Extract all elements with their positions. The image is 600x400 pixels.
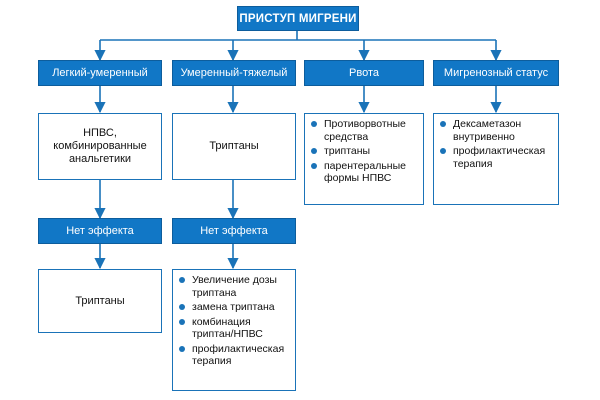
second-line-mild-box: Триптаны: [38, 269, 162, 333]
treatment-vomiting-list: Противорвотные средства триптаны паренте…: [311, 118, 419, 185]
list-item: Дексаметазон внутривенно: [440, 118, 554, 143]
category-mild-moderate: Легкий-умеренный: [38, 60, 162, 86]
second-line-moderate-list: Увеличение дозы триптана замена триптана…: [179, 274, 291, 368]
list-item: Увеличение дозы триптана: [179, 274, 291, 299]
treatment-mild-text: НПВС, комбинированные анальгетики: [53, 127, 147, 165]
second-line-mild-text: Триптаны: [75, 294, 125, 307]
no-effect-label: Нет эффекта: [66, 225, 134, 237]
list-item: парентеральные формы НПВС: [311, 160, 419, 185]
category-vomiting: Рвота: [304, 60, 424, 86]
bullet-icon: [179, 277, 185, 283]
bullet-icon: [179, 318, 185, 325]
category-label: Рвота: [349, 67, 379, 79]
bullet-icon: [311, 148, 317, 154]
no-effect-mild: Нет эффекта: [38, 218, 162, 244]
category-status-migrainosus: Мигренозный статус: [433, 60, 559, 86]
no-effect-label: Нет эффекта: [200, 225, 268, 237]
treatment-status-list: Дексаметазон внутривенно профилактическа…: [440, 118, 554, 170]
treatment-status-box: Дексаметазон внутривенно профилактическа…: [433, 113, 559, 205]
treatment-moderate-text: Триптаны: [209, 140, 259, 152]
category-label: Мигренозный статус: [443, 67, 549, 79]
list-item: замена триптана: [179, 301, 291, 314]
bullet-icon: [179, 345, 185, 352]
treatment-moderate-box: Триптаны: [172, 113, 296, 180]
list-item: профилактическая терапия: [179, 343, 291, 368]
bullet-icon: [440, 148, 446, 154]
list-item: Противорвотные средства: [311, 118, 419, 143]
bullet-icon: [311, 162, 317, 169]
treatment-vomiting-box: Противорвотные средства триптаны паренте…: [304, 113, 424, 205]
second-line-moderate-box: Увеличение дозы триптана замена триптана…: [172, 269, 296, 391]
bullet-icon: [179, 304, 185, 310]
title-box: ПРИСТУП МИГРЕНИ: [237, 6, 359, 31]
category-label: Легкий-умеренный: [52, 67, 148, 79]
list-item: комбинация триптан/НПВС: [179, 316, 291, 341]
bullet-icon: [311, 121, 317, 127]
list-item: триптаны: [311, 145, 419, 158]
bullet-icon: [440, 121, 446, 127]
title-text: ПРИСТУП МИГРЕНИ: [239, 12, 357, 25]
list-item: профилактическая терапия: [440, 145, 554, 170]
treatment-mild-box: НПВС, комбинированные анальгетики: [38, 113, 162, 180]
no-effect-moderate: Нет эффекта: [172, 218, 296, 244]
category-label: Умеренный-тяжелый: [180, 67, 288, 79]
category-moderate-severe: Умеренный-тяжелый: [172, 60, 296, 86]
